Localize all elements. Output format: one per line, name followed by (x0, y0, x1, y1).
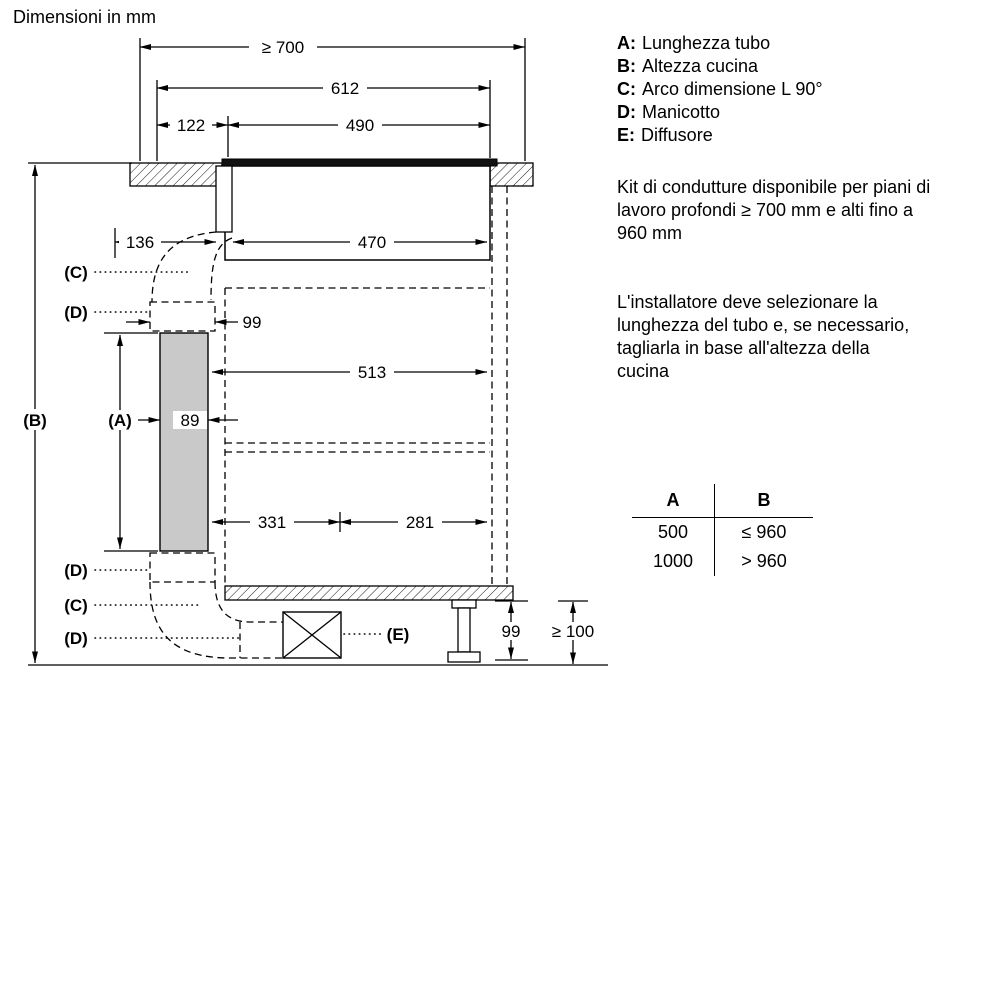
label-c-bottom: (C) (64, 596, 88, 615)
dim-depth-value: ≥ 700 (262, 38, 304, 57)
dim-row-bottom: 331 281 (211, 513, 487, 532)
duct-assembly (149, 231, 283, 659)
table-cell-a2: 1000 (632, 547, 715, 576)
note-installer: L'installatore deve selezionare la lungh… (617, 292, 910, 381)
dim-122-value: 122 (177, 116, 205, 135)
dim-490-value: 490 (346, 116, 374, 135)
worktop (129, 162, 534, 187)
label-d-mid: (D) (64, 561, 88, 580)
label-d-top: (D) (64, 303, 88, 322)
dim-89-value: 89 (181, 411, 200, 430)
table-row: 1000 > 960 (632, 547, 813, 576)
note-duct-kit: Kit di condutture disponibile per piani … (617, 177, 931, 243)
legend-item-a: A: Lunghezza tubo (617, 32, 823, 55)
dim-plinth-duct: 99 (497, 601, 525, 659)
dim-tube-length: (A) (102, 334, 138, 549)
legend-item-b: B: Altezza cucina (617, 55, 823, 78)
dim-612-value: 612 (331, 79, 359, 98)
dim-100-value: ≥ 100 (552, 622, 594, 641)
dim-kitchen-height: (B) (16, 164, 54, 663)
cabinet-outline (224, 186, 508, 586)
label-a: (A) (108, 411, 132, 430)
legend-key-b: B: (617, 56, 636, 76)
dim-513-value: 513 (358, 363, 386, 382)
legend-label-d: Manicotto (642, 102, 721, 122)
duct-tube (159, 332, 209, 552)
table-header-a: A (632, 484, 715, 518)
dim-281-value: 281 (406, 513, 434, 532)
cabinet-bottom-panel (224, 585, 514, 601)
legend-label-b: Altezza cucina (642, 56, 759, 76)
worktop-left-section (129, 162, 223, 187)
legend-item-d: D: Manicotto (617, 101, 823, 124)
page-title: Dimensioni in mm (13, 7, 157, 27)
legend-label-a: Lunghezza tubo (642, 33, 771, 53)
dim-99-bottom-value: 99 (502, 622, 521, 641)
extension-lines (104, 38, 588, 661)
label-b: (B) (23, 411, 47, 430)
elbow-top-inner (210, 237, 233, 301)
dim-width-total: 612 (156, 79, 490, 98)
downdraft-channel (215, 165, 233, 233)
elbow-bottom-inner (214, 581, 283, 623)
dim-99-top-value: 99 (243, 313, 262, 332)
table-header-b: B (714, 484, 813, 518)
foot-stem (457, 607, 471, 653)
foot-base (447, 651, 481, 663)
legend-key-c: C: (617, 79, 636, 99)
dim-duct-width: 89 (130, 411, 238, 430)
table-header-row: A B (632, 484, 813, 518)
table-cell-a1: 500 (632, 517, 715, 547)
label-c-top: (C) (64, 263, 88, 282)
callouts: (C) (D) (D) (C) (D) (E) (64, 263, 409, 648)
legend-label-c: Arco dimensione L 90° (642, 79, 823, 99)
legend-item-c: C: Arco dimensione L 90° (617, 78, 823, 101)
hob-plate (221, 158, 498, 167)
legend-key-a: A: (617, 33, 636, 53)
dim-width-split: 122 490 (156, 116, 490, 135)
dim-331-value: 331 (258, 513, 286, 532)
legend-key-d: D: (617, 102, 636, 122)
dim-470-value: 470 (358, 233, 386, 252)
elbow-top-outer (151, 231, 217, 303)
dim-depth: ≥ 700 (139, 38, 525, 57)
legend-item-e: E: Diffusore (617, 124, 823, 147)
installation-diagram: ≥ 700 612 122 490 136 470 (16, 38, 608, 666)
tube-length-table: A B 500 ≤ 960 1000 > 960 (632, 484, 813, 576)
label-e: (E) (387, 625, 410, 644)
foot-top (451, 599, 477, 609)
dim-duct-offset: 99 (126, 313, 266, 332)
legend-label-e: Diffusore (641, 125, 713, 145)
table-cell-b1: ≤ 960 (741, 522, 787, 542)
dim-cabinet-inner: 513 (211, 363, 487, 382)
elbow-bottom-outer (149, 581, 283, 659)
legend: A: Lunghezza tubo B: Altezza cucina C: Arco… (617, 32, 823, 147)
table-cell-b2: > 960 (741, 551, 787, 571)
connector-top (149, 301, 216, 332)
cabinet-base (28, 162, 608, 666)
dim-136-value: 136 (126, 233, 154, 252)
dim-plinth-height: ≥ 100 (545, 601, 601, 664)
legend-key-e: E: (617, 125, 635, 145)
table-row: 500 ≤ 960 (632, 517, 813, 547)
dim-row-mid-top: 136 470 (114, 233, 487, 252)
connector-bottom (149, 552, 216, 583)
label-d-bottom: (D) (64, 629, 88, 648)
